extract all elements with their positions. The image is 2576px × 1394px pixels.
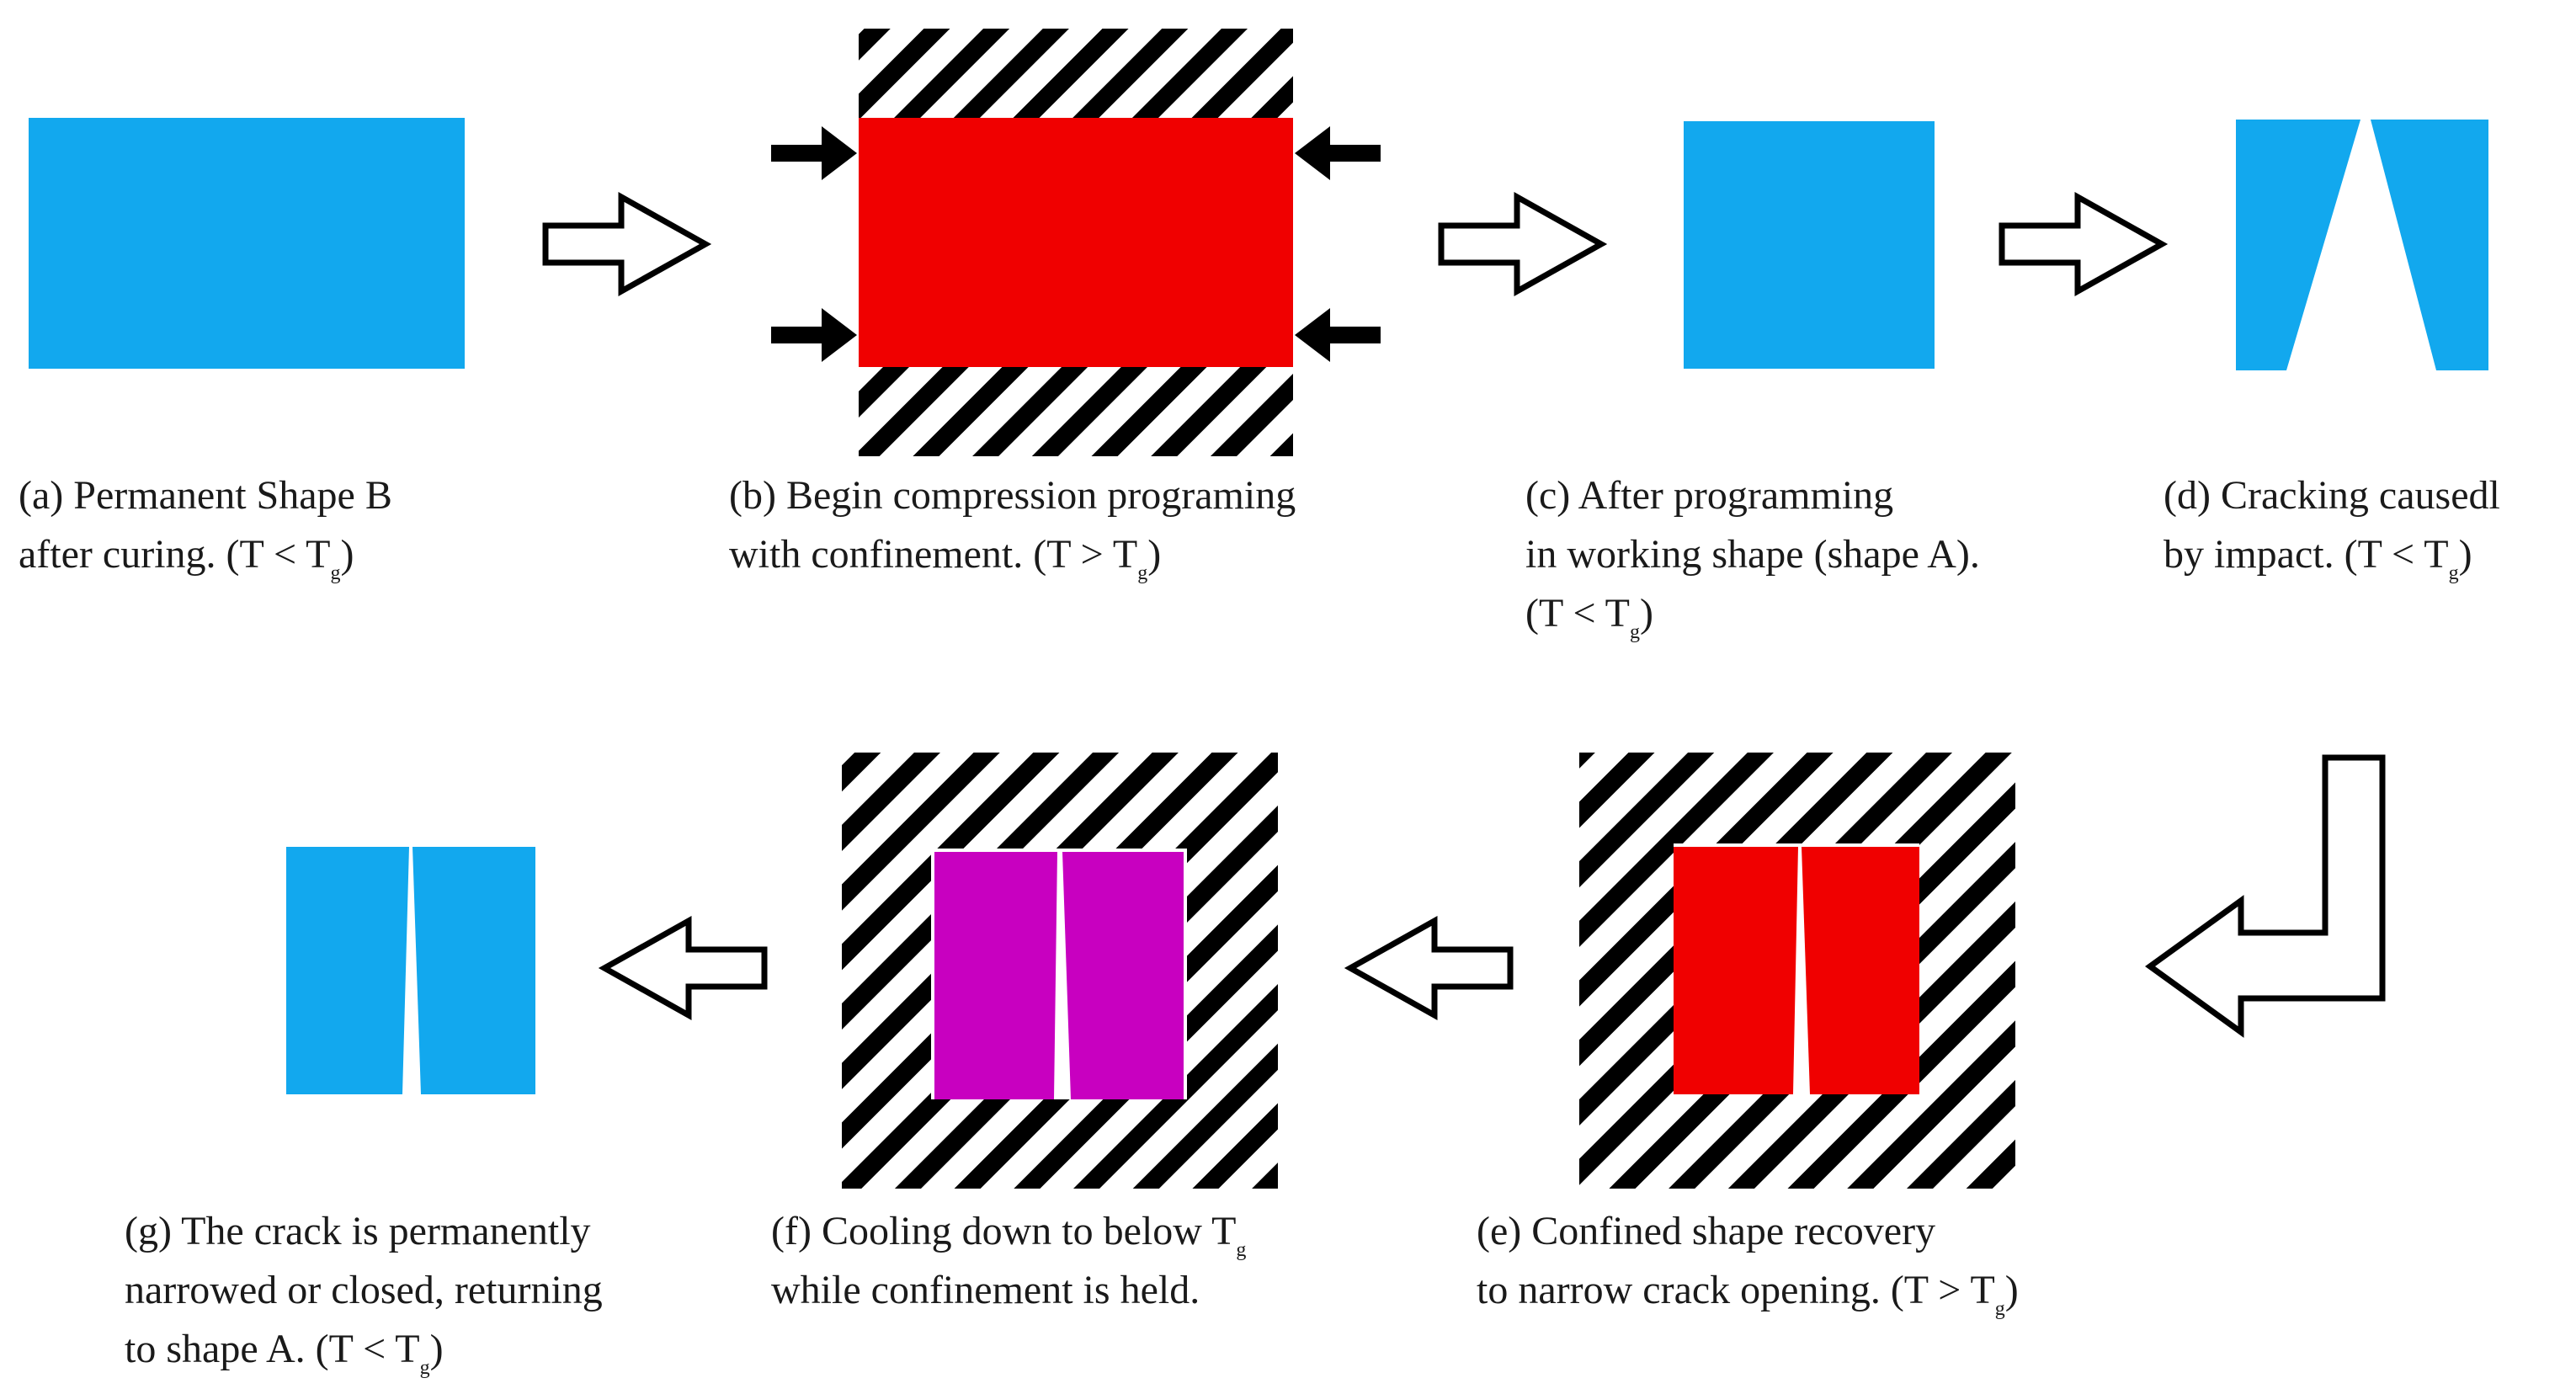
process-arrow-a-to-b xyxy=(542,192,712,296)
svg-text:(d) Cracking causedl by: (d) Cracking causedl by impact. (T < Tg) xyxy=(2164,473,2510,584)
caption-g-end: ) xyxy=(430,1327,444,1371)
process-arrow-c-to-d xyxy=(1999,192,2169,296)
specimen-working-shape-a xyxy=(1684,121,1935,369)
specimen-cooling-right-half xyxy=(1062,852,1184,1099)
caption-b-subscript: g xyxy=(1137,562,1147,584)
caption-d-line2: by impact. (T < T xyxy=(2164,532,2449,577)
panel-c: (c) After programming in working shape (… xyxy=(1525,121,1990,643)
svg-text:(a) Permanent Shape B a: (a) Permanent Shape B after curing. (T <… xyxy=(19,473,402,584)
process-arrow-f-to-g xyxy=(598,916,768,1020)
specimen-compressed-hot xyxy=(859,118,1293,367)
process-arrow-b-to-c xyxy=(1438,192,1608,296)
svg-text:(f) Cooling down to below Tg: (f) Cooling down to below Tg while confi… xyxy=(771,1209,1256,1312)
caption-d-subscript: g xyxy=(2449,562,2459,584)
specimen-cracked-left-half xyxy=(2236,120,2360,370)
specimen-permanent-shape-b xyxy=(29,118,465,369)
caption-a-line2: after curing. (T < T xyxy=(19,532,331,577)
specimen-cooling-left-half xyxy=(934,852,1057,1099)
caption-c-line3: (T < T xyxy=(1525,591,1630,636)
compression-arrow-left-bottom xyxy=(771,308,857,362)
caption-c-subscript: g xyxy=(1630,621,1640,643)
caption-a-end: ) xyxy=(341,532,354,577)
caption-f-line1: (f) Cooling down to below T xyxy=(771,1209,1236,1253)
specimen-cracked-right-half xyxy=(2371,120,2488,370)
caption-g-line1: (g) The crack is permanently xyxy=(125,1209,591,1253)
caption-g-line3: to shape A. (T < T xyxy=(125,1327,420,1371)
caption-f-subscript: g xyxy=(1236,1239,1246,1261)
caption-b-line2: with confinement. (T > T xyxy=(729,532,1137,577)
caption-c-line2: in working shape (shape A). xyxy=(1525,532,1980,577)
process-arrow-d-to-e xyxy=(2145,754,2386,1038)
specimen-recovering-right-half xyxy=(1802,847,1919,1094)
caption-f-line2: while confinement is held. xyxy=(771,1268,1200,1312)
panel-d: (d) Cracking causedl by impact. (T < Tg) xyxy=(2164,120,2510,584)
caption-e-line2: to narrow crack opening. (T > T xyxy=(1477,1268,1995,1312)
caption-d-end: ) xyxy=(2459,532,2472,577)
specimen-recovering-left-half xyxy=(1674,847,1798,1094)
compression-arrow-right-top xyxy=(1295,126,1381,180)
process-arrow-e-to-f xyxy=(1344,916,1514,1020)
caption-b-end: ) xyxy=(1147,532,1161,577)
caption-b-line1: (b) Begin compression programing xyxy=(729,473,1296,518)
caption-g-line2: narrowed or closed, returning xyxy=(125,1268,603,1312)
caption-c-line1: (c) After programming xyxy=(1525,473,1893,518)
caption-e-line1: (e) Confined shape recovery xyxy=(1477,1209,1935,1253)
specimen-closed-left-half xyxy=(286,847,409,1094)
svg-text:(b) Begin compression program: (b) Begin compression programing with co… xyxy=(729,473,1306,584)
specimen-closed-right-half xyxy=(412,847,535,1094)
caption-e-end: ) xyxy=(2005,1268,2019,1312)
caption-g-subscript: g xyxy=(420,1357,430,1379)
panel-g: (g) The crack is permanently narrowed or… xyxy=(125,847,613,1379)
svg-text:(c) After programming i: (c) After programming in working shape (… xyxy=(1525,473,1990,643)
panel-f: (f) Cooling down to below Tg while confi… xyxy=(771,753,1278,1312)
panel-e: (e) Confined shape recovery to narrow cr… xyxy=(1477,753,2019,1320)
caption-e-subscript: g xyxy=(1995,1298,2005,1320)
caption-c-end: ) xyxy=(1640,591,1653,636)
svg-text:(e) Confined shape recovery: (e) Confined shape recovery to narrow cr… xyxy=(1477,1209,2019,1320)
caption-a-subscript: g xyxy=(331,562,341,584)
svg-text:(g) The crack is permanently: (g) The crack is permanently narrowed or… xyxy=(125,1209,613,1379)
compression-arrow-right-bottom xyxy=(1295,308,1381,362)
caption-a-line1: (a) Permanent Shape B xyxy=(19,473,392,518)
panel-b: (b) Begin compression programing with co… xyxy=(729,29,1381,584)
compression-arrow-left-top xyxy=(771,126,857,180)
panel-a: (a) Permanent Shape B after curing. (T <… xyxy=(19,118,465,584)
caption-d-line1: (d) Cracking causedl xyxy=(2164,473,2500,518)
